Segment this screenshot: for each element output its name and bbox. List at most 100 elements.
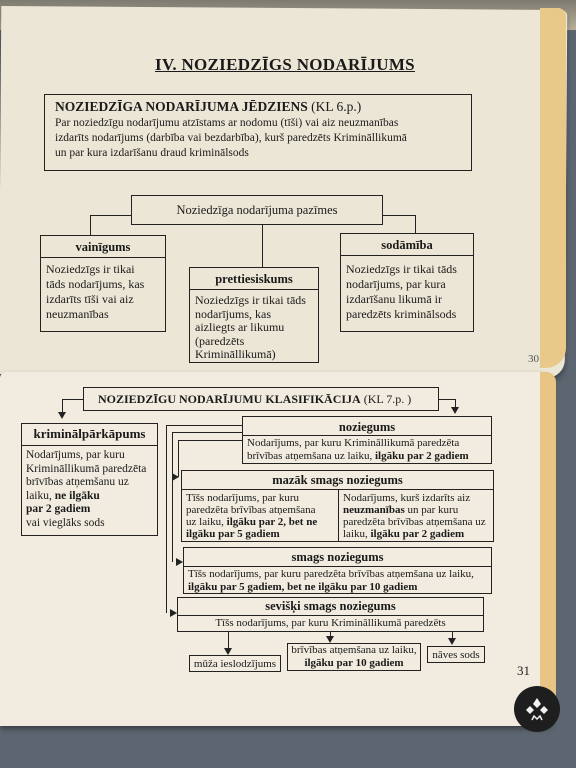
very-serious-text: Tīšs nodarījums, par kuru Krimināllikumā…: [215, 617, 446, 629]
connector: [228, 632, 229, 648]
feature-text: Krimināllikumā): [195, 347, 276, 361]
concept-line: izdarīts nodarījums (darbība vai bezdarb…: [55, 132, 407, 144]
feature-label: vainīgums: [75, 240, 131, 254]
crime-bold: ilgāku par 2 gadiem: [375, 450, 469, 462]
offence-text: laiku,: [26, 489, 55, 502]
offence-text: brīvības atņemšanu uz: [26, 476, 129, 488]
serious-text: Tīšs nodarījums, par kuru paredzēta brīv…: [188, 568, 474, 580]
divider: [184, 566, 491, 567]
arrow-down: [326, 636, 334, 643]
less-serious-label: mazāk smags noziegums: [272, 473, 403, 487]
concept-heading: NOZIEDZĪGA NODARĪJUMA JĒDZIENS: [55, 99, 308, 114]
divider: [338, 489, 339, 541]
crime-label: noziegums: [338, 420, 396, 434]
less-serious-text: un par kuru: [404, 504, 459, 516]
connector: [90, 215, 131, 216]
less-serious-box: mazāk smags noziegums Tīšs nodarījums, p…: [181, 470, 494, 542]
penalty-imprisonment: brīvības atņemšana uz laiku, ilgāku par …: [287, 643, 421, 671]
book-page-bottom: [0, 372, 552, 726]
connector: [166, 425, 242, 426]
arrow-right: [176, 558, 183, 566]
divider: [41, 257, 165, 258]
offence-bold: ne ilgāku: [54, 489, 100, 502]
feature-box-unlawfulness: prettiesiskums Noziedzīgs ir tikai tāds …: [189, 267, 319, 363]
connector: [383, 215, 415, 216]
crime-text: brīvības atņemšana uz laiku,: [247, 450, 375, 462]
offence-text: vai vieglāks sods: [26, 516, 105, 529]
features-box: Noziedzīga nodarījuma pazīmes: [131, 195, 383, 225]
arrow-down: [448, 638, 456, 645]
crime-box: noziegums Nodarījums, par kuru Krimināll…: [242, 416, 492, 464]
penalty-life: mūža ieslodzījums: [189, 655, 281, 672]
chapter-title: IV. NOZIEDZĪGS NODARĪJUMS: [155, 55, 415, 74]
connector: [452, 632, 453, 639]
serious-bold: ilgāku par 5 gadiem, bet ne ilgāku par 1…: [188, 580, 418, 593]
page-edge-bottom: [540, 372, 556, 722]
connector: [62, 399, 83, 400]
divider: [22, 445, 157, 446]
watermark-logo-icon: [514, 686, 560, 732]
offence-box: kriminālpārkāpums Nodarījums, par kuru K…: [21, 423, 158, 536]
divider: [178, 615, 483, 616]
very-serious-box: sevišķi smags noziegums Tīšs nodarījums,…: [177, 597, 484, 632]
divider: [182, 489, 493, 490]
feature-text: Noziedzīgs ir tikai tāds: [346, 262, 457, 276]
offence-text: Nodarījums, par kuru: [26, 449, 125, 461]
less-serious-text: paredzēta brīvības atņemšana: [186, 504, 316, 516]
offence-label: kriminālpārkāpums: [33, 426, 146, 441]
connector: [439, 399, 455, 400]
penalty-text: nāves sods: [432, 649, 480, 661]
feature-label: sodāmība: [381, 238, 433, 252]
less-serious-bold: ilgāku par 5 gadiem: [186, 528, 280, 540]
penalty-bold: ilgāku par 10 gadiem: [304, 657, 404, 669]
less-serious-text: laiku,: [343, 528, 371, 540]
serious-label: smags noziegums: [291, 550, 384, 564]
page-number-top: 30: [528, 353, 539, 365]
feature-label: prettiesiskums: [215, 272, 293, 286]
less-serious-text: paredzēta brīvības atņemšana uz: [343, 516, 486, 528]
connector: [262, 225, 263, 267]
concept-box: NOZIEDZĪGA NODARĪJUMA JĒDZIENS (KL 6.p.)…: [44, 94, 472, 171]
connector: [330, 632, 331, 637]
connector: [178, 440, 179, 477]
connector: [172, 432, 173, 562]
arrow-right: [172, 473, 179, 481]
penalty-text: brīvības atņemšana uz laiku,: [291, 644, 417, 656]
divider: [190, 289, 318, 290]
connector: [172, 432, 242, 433]
arrow-down: [451, 407, 459, 414]
concept-line: Par noziedzīgu nodarījumu atzīstams ar n…: [55, 117, 399, 129]
offence-text: Krimināllikumā paredzēta: [26, 462, 147, 475]
penalty-death: nāves sods: [427, 646, 485, 663]
arrow-right: [170, 609, 177, 617]
connector: [90, 215, 91, 235]
feature-text: izdarīšanu likumā ir: [346, 292, 442, 306]
divider: [341, 255, 473, 256]
less-serious-text: Tīšs nodarījums, par kuru: [186, 492, 300, 504]
crime-text: Nodarījums, par kuru Krimināllikumā pare…: [247, 437, 460, 449]
classification-ref: (KL 7.p. ): [363, 392, 412, 406]
concept-heading-ref: (KL 6.p.): [311, 99, 362, 114]
divider: [243, 435, 491, 436]
feature-box-punishability: sodāmība Noziedzīgs ir tikai tāds nodarī…: [340, 233, 474, 332]
connector: [178, 440, 242, 441]
arrow-down: [224, 648, 232, 655]
less-serious-bold: ilgāku par 2, bet ne: [226, 516, 318, 528]
feature-text: neuzmanības: [46, 307, 109, 321]
connector: [62, 399, 63, 413]
penalty-text: mūža ieslodzījums: [193, 658, 277, 670]
connector: [455, 399, 456, 407]
feature-text: (paredzēts: [195, 333, 245, 348]
offence-bold: par 2 gadiem: [26, 503, 91, 515]
arrow-down: [58, 412, 66, 419]
less-serious-bold: neuzmanības: [343, 504, 405, 516]
serious-box: smags noziegums Tīšs nodarījums, par kur…: [183, 547, 492, 594]
feature-text: tāds nodarījums, kas: [46, 277, 145, 291]
feature-text: izdarīts tīši vai aiz: [46, 292, 134, 306]
feature-text: aizliegts ar likumu: [195, 320, 285, 334]
less-serious-text: Nodarījums, kurš izdarīts aiz: [343, 492, 471, 504]
connector: [415, 215, 416, 233]
feature-text: Noziedzīgs ir tikai: [46, 262, 135, 276]
feature-text: Noziedzīgs ir tikai tāds: [195, 293, 306, 307]
page-edge-top: [540, 8, 566, 368]
